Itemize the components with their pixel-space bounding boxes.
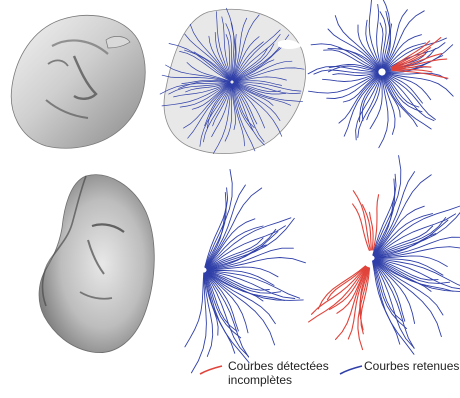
face-mesh-bottom-left: [39, 175, 154, 353]
retained-curve: [375, 259, 460, 289]
curves-bottom-middle: [185, 170, 306, 373]
retained-curve: [373, 261, 414, 348]
retained-curves-bottom-right: [373, 156, 460, 355]
retained-curves-bottom-middle: [185, 170, 306, 373]
retained-curve: [185, 273, 204, 347]
retained-curve: [375, 259, 460, 291]
face-mesh-top-left: [11, 15, 145, 148]
curves-bottom-right: [309, 156, 460, 355]
incomplete-curves-bottom-right: [309, 191, 379, 350]
legend-retained-label: Courbes retenues: [364, 359, 459, 373]
curves-top-right: [308, 0, 453, 148]
retained-curve: [206, 218, 291, 268]
retained-curves-top-right: [308, 0, 453, 148]
mesh-curves-top-middle: [160, 8, 305, 153]
retained-curve: [191, 273, 206, 373]
face-mesh-surface: [11, 15, 145, 148]
retained-curve: [206, 188, 262, 268]
legend: Courbes détectées incomplètes Courbes re…: [200, 359, 459, 387]
legend-retained-swatch: [340, 366, 362, 374]
legend-incomplete-swatch: [200, 366, 222, 374]
legend-incomplete-label: Courbes détectées: [228, 359, 329, 373]
legend-incomplete-label-cont: incomplètes: [228, 373, 292, 387]
incomplete-curve: [353, 191, 370, 251]
retained-curve: [314, 70, 378, 74]
retained-curve: [374, 175, 432, 256]
